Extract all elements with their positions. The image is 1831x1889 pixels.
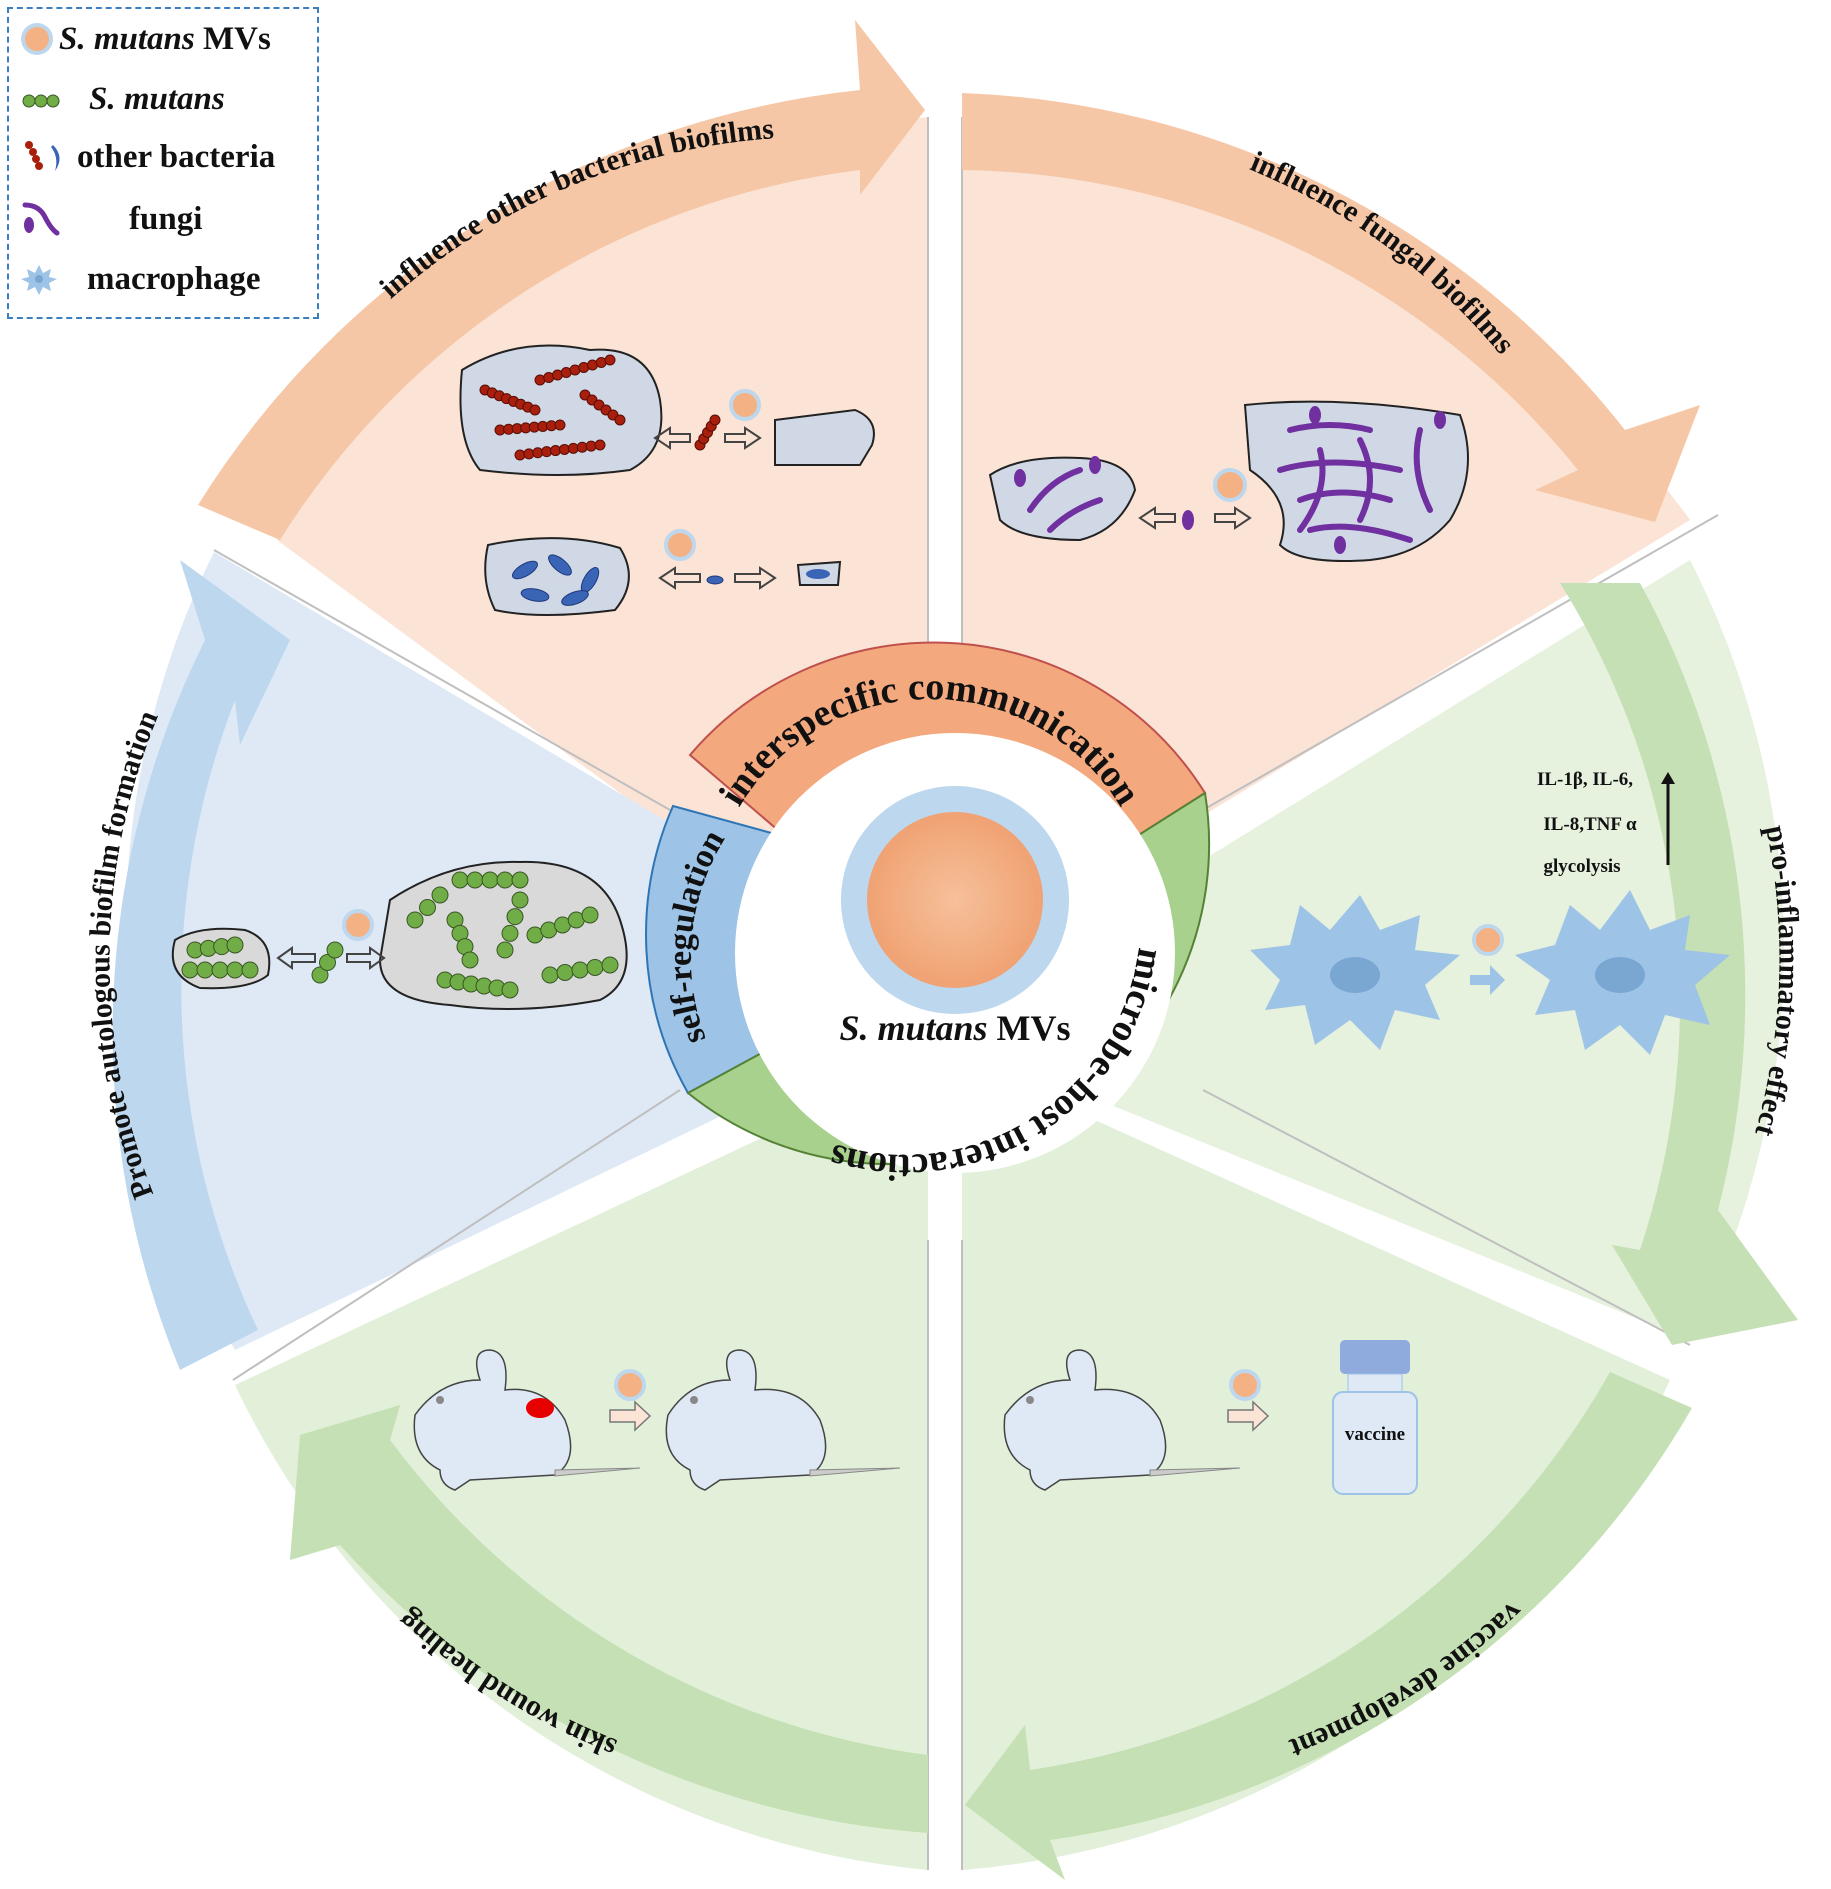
streptococcus-bead bbox=[576, 441, 588, 453]
legend-other-bacteria-label: other bacteria bbox=[77, 139, 276, 175]
s-mutans-bead bbox=[451, 871, 469, 889]
s-mutans-bead bbox=[571, 961, 589, 979]
s-mutans-bead bbox=[501, 981, 519, 999]
s-mutans-bead bbox=[511, 891, 529, 909]
s-mutans-bead bbox=[511, 871, 529, 889]
streptococcus-bead bbox=[532, 447, 544, 459]
panel-macrophages bbox=[1250, 772, 1730, 1055]
fungi-icon bbox=[22, 202, 60, 236]
streptococcus-bead bbox=[558, 443, 570, 455]
legend-item-fungi: fungi bbox=[9, 193, 321, 243]
mouse-icon bbox=[665, 1349, 901, 1491]
s-mutans-bead bbox=[601, 956, 619, 974]
streptococcus-bead bbox=[554, 419, 566, 431]
panel-skin-wound bbox=[413, 1349, 901, 1491]
center-mv-icon bbox=[841, 786, 1069, 1014]
panel-vaccine: vaccine bbox=[1003, 1340, 1418, 1495]
s-mutans-bead bbox=[556, 964, 574, 981]
s-mutans-bead bbox=[226, 936, 244, 954]
legend-item-other-bacteria: other bacteria bbox=[9, 131, 321, 181]
panel-autologous-biofilm bbox=[171, 860, 628, 1010]
legend-item-s-mutans: S. mutans bbox=[9, 73, 321, 123]
s-mutans-chain-icon bbox=[22, 94, 60, 108]
cytokines-line1: IL-1β, IL-6, bbox=[1537, 769, 1633, 790]
legend-s-mutans-label: S. mutans bbox=[89, 81, 225, 117]
streptococcus-bead bbox=[523, 448, 535, 460]
legend-fungi-label: fungi bbox=[129, 201, 203, 237]
streptococcus-bead bbox=[709, 414, 721, 426]
fungal-hyphae bbox=[1027, 422, 1433, 543]
vaccine-bottle-label: vaccine bbox=[1345, 1424, 1405, 1445]
center-label: S. mutans MVs bbox=[839, 1008, 1070, 1048]
s-mutans-bead bbox=[496, 871, 514, 889]
arrow-inflam bbox=[1560, 583, 1798, 1345]
mv-icon bbox=[21, 23, 53, 55]
legend: S. mutans MVs S. mutans other bacteria f… bbox=[7, 7, 319, 319]
s-mutans-bead bbox=[211, 961, 229, 979]
streptococcus-bead bbox=[550, 445, 562, 457]
panel-bacterial-biofilm bbox=[459, 344, 875, 616]
sector-wound bbox=[235, 1060, 928, 1870]
arrow-autologous bbox=[112, 560, 291, 1370]
sector-dividers bbox=[213, 117, 1719, 1870]
s-mutans-bead bbox=[311, 966, 329, 984]
streptococcus-bead bbox=[567, 442, 579, 454]
cytokines-line3: glycolysis bbox=[1543, 856, 1620, 877]
s-mutans-bead bbox=[241, 961, 259, 979]
s-mutans-bead bbox=[431, 886, 449, 904]
streptococcus-bead bbox=[594, 439, 606, 451]
s-mutans-bead bbox=[466, 871, 484, 889]
s-mutans-bead bbox=[419, 899, 436, 916]
s-mutans-bead bbox=[226, 961, 244, 979]
s-mutans-bead bbox=[461, 951, 479, 969]
outer-arrows bbox=[112, 20, 1798, 1880]
mouse-icon bbox=[413, 1349, 641, 1491]
s-mutans-bead bbox=[586, 959, 604, 976]
s-mutans-bead bbox=[496, 941, 514, 959]
sector-vaccine bbox=[962, 1060, 1670, 1870]
mouse-icon bbox=[1003, 1349, 1241, 1491]
streptococcus-bead bbox=[529, 404, 541, 416]
streptococcus-bead bbox=[541, 446, 553, 458]
s-mutans-bead bbox=[181, 961, 199, 979]
streptococcus-bead bbox=[614, 414, 626, 426]
s-mutans-bead bbox=[481, 871, 499, 889]
s-mutans-bead bbox=[326, 941, 344, 959]
s-mutans-bead bbox=[319, 954, 336, 971]
s-mutans-bead bbox=[501, 924, 519, 942]
arrow-vaccine bbox=[965, 1372, 1692, 1880]
fungal-yeast bbox=[1014, 406, 1446, 554]
arrow-bacterial bbox=[198, 20, 925, 540]
other-bacteria-icon bbox=[25, 141, 60, 171]
s-mutans-bead bbox=[196, 961, 214, 979]
legend-item-mvs: S. mutans MVs bbox=[9, 13, 321, 63]
cytokines-line2: IL-8,TNF α bbox=[1543, 814, 1637, 835]
s-mutans-bead bbox=[506, 908, 524, 926]
macrophage-icon bbox=[21, 265, 57, 295]
vaccine-bottle-icon bbox=[1332, 1340, 1418, 1495]
streptococcus-bead bbox=[514, 449, 526, 461]
s-mutans-bead bbox=[406, 911, 424, 929]
legend-macrophage-label: macrophage bbox=[87, 261, 261, 297]
streptococcus-bead bbox=[604, 354, 616, 366]
s-mutans-bead bbox=[541, 966, 559, 984]
legend-mvs-label: S. mutans MVs bbox=[59, 21, 271, 57]
streptococcus-bead bbox=[585, 440, 597, 452]
arrow-fungal bbox=[962, 93, 1700, 522]
legend-item-macrophage: macrophage bbox=[9, 253, 321, 303]
s-mutans-bead bbox=[581, 906, 599, 924]
arrow-wound bbox=[290, 1405, 928, 1833]
panel-fungal-biofilm bbox=[988, 400, 1469, 562]
